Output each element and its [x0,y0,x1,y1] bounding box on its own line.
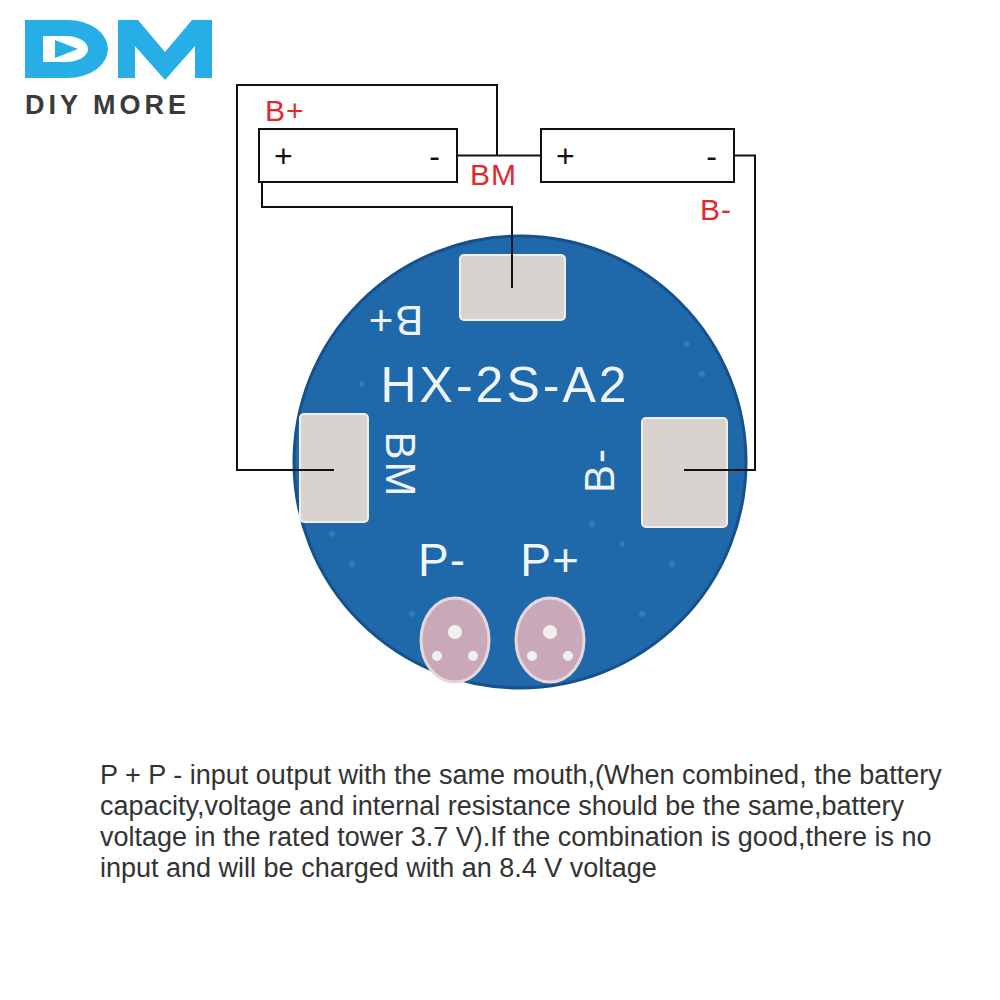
via [699,371,705,377]
solder-pad [642,418,727,527]
board-silkscreen: BM [379,432,421,499]
via [669,561,675,567]
terminal-sign: - [706,140,717,172]
via [329,531,335,537]
pad-hole [432,651,442,661]
via [359,381,365,387]
via [639,611,645,617]
battery-cell: +- [258,128,458,183]
wire-line [458,155,540,157]
output-pad [516,598,584,682]
board-outline [292,234,748,690]
board-silkscreen: HX-2S-A2 [380,360,629,410]
pad-hole [563,651,573,661]
via [619,541,625,547]
pad-hole [468,651,478,661]
brand-name: DIY MORE [25,90,190,121]
output-pad [421,598,489,682]
terminal-label: BM [470,158,517,192]
via [409,611,415,617]
protection-board: B+ HX-2S-A2BM B- P- P+ [292,234,748,690]
pad-hole [543,625,557,639]
wire-end [684,469,748,471]
battery-cell: +- [540,128,735,183]
terminal-sign: - [429,140,440,172]
board-silkscreen: P+ [520,537,580,583]
board-silkscreen: B- [579,447,621,493]
logo-d [25,20,108,78]
terminal-label: B- [700,193,732,227]
wire-end [292,469,334,471]
via [349,561,355,567]
via [684,341,690,347]
solder-pad [300,414,368,522]
board-silkscreen: B+ [367,299,424,341]
terminal-sign: + [274,140,293,172]
wire [458,155,540,156]
logo-arrow [55,40,78,58]
wire-end [511,234,513,288]
terminal-sign: + [556,140,575,172]
caption-text: P + P - input output with the same mouth… [100,760,950,884]
pad-hole [527,651,537,661]
terminal-label: B+ [265,94,305,128]
via [589,521,595,527]
logo-m [118,20,212,80]
board-silkscreen: P- [418,537,466,583]
pad-hole [448,625,462,639]
pcb-disc [294,236,746,688]
